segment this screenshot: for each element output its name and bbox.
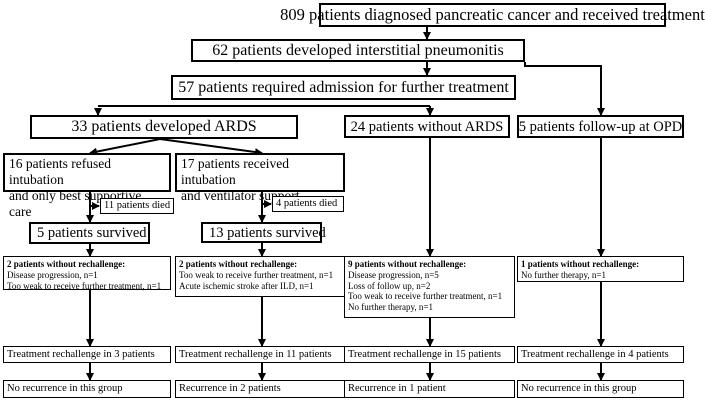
rechallenge-3-text: Treatment rechallenge in 15 patients — [348, 349, 501, 360]
arrow-ards-to-refused — [89, 138, 161, 156]
total-patients-text: 809 patients diagnosed pancreatic cancer… — [280, 5, 705, 24]
died-refused-box: 11 patients died — [100, 198, 174, 214]
outcome-box-3: Recurrence in 1 patient — [344, 380, 515, 398]
rechallenge-2-text: Treatment rechallenge in 11 patients — [179, 349, 332, 360]
no-rechallenge-1-line-2: Too weak to receive further treatment, n… — [7, 280, 162, 291]
survived-refused-box: 5 patients survived — [29, 222, 150, 244]
admission-text: 57 patients required admission for furth… — [178, 78, 509, 96]
no-rechallenge-2-heading: 2 patients without rechallenge: — [179, 259, 298, 269]
no-rechallenge-3-heading: 9 patients without rechallenge: — [348, 259, 467, 269]
outcome-4-text: No recurrence in this group — [521, 383, 637, 394]
intubated-line-2: and ventilator support — [181, 188, 300, 203]
no-ards-text: 24 patients without ARDS — [350, 118, 504, 135]
no-rechallenge-4-line-1: No further therapy, n=1 — [521, 269, 606, 280]
no-ards-box: 24 patients without ARDS — [344, 115, 510, 138]
intubated-line-1: 17 patients received intubation — [181, 156, 289, 187]
rechallenge-box-2: Treatment rechallenge in 11 patients — [175, 346, 347, 363]
rechallenge-1-text: Treatment rechallenge in 3 patients — [7, 349, 155, 360]
ards-box: 33 patients developed ARDS — [30, 115, 298, 139]
rechallenge-box-1: Treatment rechallenge in 3 patients — [3, 346, 171, 363]
rechallenge-4-text: Treatment rechallenge in 4 patients — [521, 349, 669, 360]
no-rechallenge-1-line-1: Disease progression, n=1 — [7, 269, 98, 280]
survived-refused-text: 5 patients survived — [37, 225, 147, 241]
no-rechallenge-2-line-2: Acute ischemic stroke after ILD, n=1 — [179, 280, 314, 291]
pneumonitis-text: 62 patients developed interstitial pneum… — [212, 41, 504, 59]
outcome-2-text: Recurrence in 2 patients — [179, 383, 281, 394]
no-rechallenge-3-line-2: Loss of follow up, n=2 — [348, 280, 431, 291]
no-rechallenge-1-heading: 2 patients without rechallenge: — [7, 259, 126, 269]
survived-intubated-box: 13 patients survived — [201, 222, 326, 243]
outcome-box-1: No recurrence in this group — [3, 380, 171, 398]
no-rechallenge-box-2: 2 patients without rechallenge: Too weak… — [175, 256, 347, 297]
no-rechallenge-3-line-4: No further therapy, n=1 — [348, 302, 433, 313]
died-refused-text: 11 patients died — [104, 200, 171, 211]
connector-lines — [86, 27, 605, 381]
intubated-box: 17 patients received intubation and vent… — [175, 153, 345, 203]
no-rechallenge-box-1: 2 patients without rechallenge: Disease … — [3, 256, 171, 291]
admission-box: 57 patients required admission for furth… — [171, 75, 516, 100]
no-rechallenge-4-heading: 1 patients without rechallenge: — [521, 259, 640, 269]
total-patients-box: 809 patients diagnosed pancreatic cancer… — [280, 3, 705, 27]
outcome-1-text: No recurrence in this group — [7, 383, 123, 394]
opd-followup-box: 5 patients follow-up at OPD — [517, 115, 684, 138]
outcome-3-text: Recurrence in 1 patient — [348, 383, 446, 394]
died-intubated-text: 4 patients died — [276, 198, 338, 209]
rechallenge-box-4: Treatment rechallenge in 4 patients — [517, 346, 684, 363]
no-rechallenge-3-line-3: Too weak to receive further treatment, n… — [348, 291, 503, 302]
opd-followup-text: 5 patients follow-up at OPD — [518, 118, 683, 135]
refused-line-1: 16 patients refused intubation — [9, 156, 111, 187]
ards-text: 33 patients developed ARDS — [71, 118, 257, 135]
arrow-ards-to-intubated — [159, 138, 263, 157]
no-rechallenge-box-3: 9 patients without rechallenge: Disease … — [344, 256, 515, 318]
no-rechallenge-2-line-1: Too weak to receive further treatment, n… — [179, 269, 334, 280]
outcome-box-4: No recurrence in this group — [517, 380, 684, 398]
pneumonitis-box: 62 patients developed interstitial pneum… — [191, 39, 525, 62]
outcome-box-2: Recurrence in 2 patients — [175, 380, 347, 398]
arrow-pneumonitis-to-opd — [524, 62, 605, 116]
no-rechallenge-box-4: 1 patients without rechallenge: No furth… — [517, 256, 684, 282]
rechallenge-box-3: Treatment rechallenge in 15 patients — [344, 346, 515, 363]
died-intubated-box: 4 patients died — [272, 196, 344, 212]
flowchart-canvas: 809 patients diagnosed pancreatic cancer… — [3, 3, 705, 398]
refused-intubation-box: 16 patients refused intubation and only … — [3, 153, 171, 219]
survived-intubated-text: 13 patients survived — [209, 224, 326, 241]
no-rechallenge-3-line-1: Disease progression, n=5 — [348, 269, 439, 280]
